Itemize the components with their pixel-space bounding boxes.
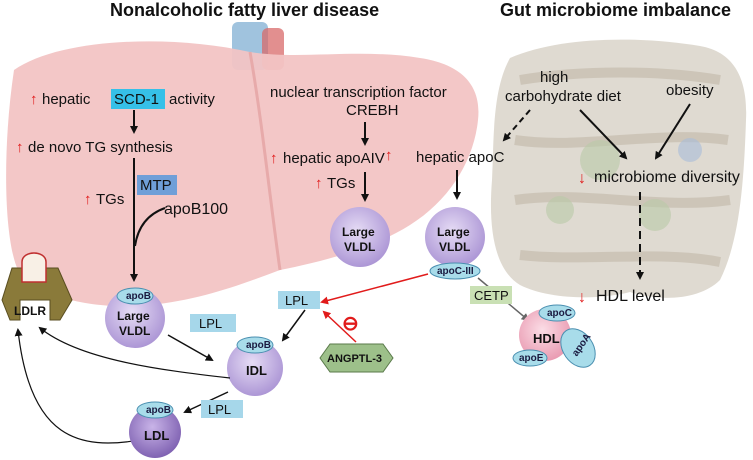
large-vldl-label: Large <box>342 225 375 239</box>
up-arrow-icon: ↑ <box>270 150 278 167</box>
ldlr-receptor: LDLR <box>1 252 73 321</box>
hdl-apoc-label: apoC <box>547 308 572 319</box>
apoe-tag <box>512 349 548 367</box>
lpl-label: LPL <box>199 316 222 331</box>
idl-particle <box>227 340 283 396</box>
tgs-label: TGs <box>96 191 124 208</box>
hdl-level: HDL level <box>596 288 665 305</box>
up-arrow-icon: ↑ <box>385 147 393 164</box>
up-arrow-icon: ↑ <box>30 91 38 108</box>
large-vldl-particle <box>425 207 485 267</box>
large-vldl-label: VLDL <box>119 324 150 338</box>
angptl3-box <box>319 343 394 373</box>
title-gut-microbiome: Gut microbiome imbalance <box>500 0 731 20</box>
scd1-suffix: activity <box>169 91 215 108</box>
diet-line1: high <box>540 69 568 86</box>
gut-illustration <box>490 39 747 298</box>
obesity-label: obesity <box>666 82 714 99</box>
hepatic-apoc: hepatic apoC <box>416 149 505 166</box>
mtp-box <box>137 175 177 195</box>
apob-tag <box>136 401 174 419</box>
lpl-box <box>278 291 320 309</box>
large-vldl-particle <box>105 288 165 348</box>
lpl-label: LPL <box>208 402 231 417</box>
diet-line2: carbohydrate diet <box>505 88 622 105</box>
apoc-iii-tag-label: apoC-III <box>437 266 474 277</box>
nuclear-factor-line1: nuclear transcription factor <box>270 84 447 101</box>
lpl-label: LPL <box>285 293 308 308</box>
large-vldl-label: Large <box>437 225 470 239</box>
ldl-particle <box>129 406 181 458</box>
up-arrow-icon: ↑ <box>16 139 24 156</box>
nuclear-factor-line2: CREBH <box>346 102 399 119</box>
down-arrow-icon: ↓ <box>578 289 586 306</box>
cetp-label: CETP <box>474 288 509 303</box>
liver-illustration <box>6 22 479 307</box>
apob-tag <box>116 287 154 305</box>
apob-tag-label: apoB <box>246 340 271 351</box>
lpl-box <box>190 314 236 332</box>
ldl-label: LDL <box>144 428 169 443</box>
hdl-particle <box>519 309 571 361</box>
scd1-label: SCD-1 <box>114 91 159 108</box>
apob-tag-label: apoB <box>146 405 171 416</box>
tgs-label-2: TGs <box>327 175 355 192</box>
cetp-box <box>470 286 512 304</box>
down-arrow-icon: ↓ <box>578 170 586 187</box>
up-arrow-icon: ↑ <box>84 191 92 208</box>
up-arrow-icon: ↑ <box>315 175 323 192</box>
ldlr-label: LDLR <box>14 304 46 318</box>
mtp-label: MTP <box>140 177 172 194</box>
apoc-iii-tag <box>429 262 481 280</box>
angptl3-label: ANGPTL-3 <box>327 353 382 365</box>
apoc-tag <box>538 304 576 322</box>
apob-tag-label: apoB <box>126 291 151 302</box>
inhibit-icon: ⊖ <box>342 313 359 335</box>
microbiome-diversity: microbiome diversity <box>594 169 740 186</box>
large-vldl-label: VLDL <box>344 240 375 254</box>
hdl-label: HDL <box>533 331 560 346</box>
hdl-apoe-label: apoE <box>519 353 544 364</box>
large-vldl-label: VLDL <box>439 240 470 254</box>
apoa-tag <box>560 328 596 368</box>
hepatic-apoaiv: hepatic apoAIV <box>283 150 385 167</box>
title-nafld: Nonalcoholic fatty liver disease <box>110 0 379 20</box>
idl-label: IDL <box>246 363 267 378</box>
scd1-prefix: hepatic <box>42 91 91 108</box>
de-novo-tg-synthesis: de novo TG synthesis <box>28 139 173 156</box>
lpl-box <box>201 400 243 418</box>
apob-tag <box>236 336 274 354</box>
large-vldl-label: Large <box>117 309 150 323</box>
large-vldl-particle <box>330 207 390 267</box>
apob100-label: apoB100 <box>164 201 228 218</box>
scd1-highlight-box <box>111 89 165 109</box>
